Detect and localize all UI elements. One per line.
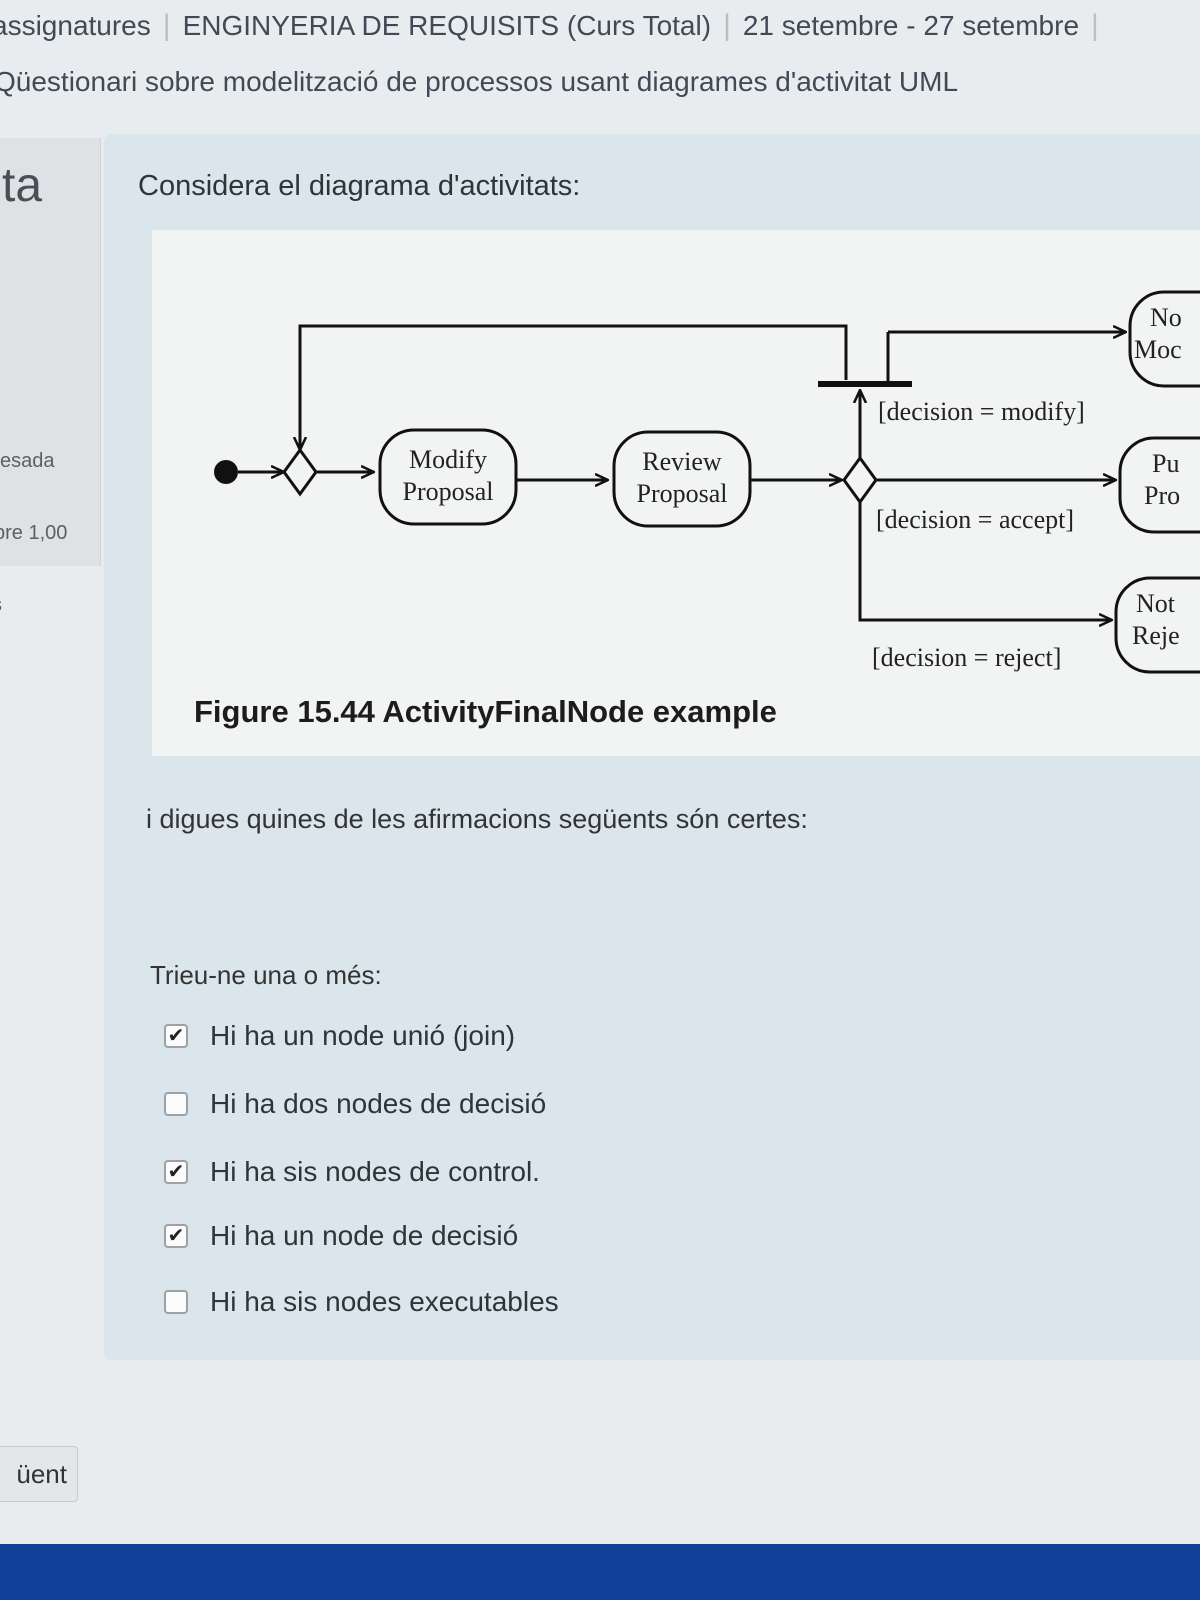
flow-loop-back	[300, 324, 848, 450]
right-top-node	[1128, 290, 1200, 388]
page-title[interactable]: Qüestionari sobre modelització de proces…	[0, 66, 959, 97]
merge-node	[282, 447, 318, 497]
answer-option-1[interactable]: ✔ Hi ha un node unió (join)	[164, 1020, 515, 1052]
checkbox-checked-icon[interactable]: ✔	[164, 1160, 188, 1184]
checkbox-checked-icon[interactable]: ✔	[164, 1024, 188, 1048]
guard-accept: [decision = accept]	[876, 505, 1074, 534]
right-bottom-node	[1114, 576, 1200, 674]
question-box: Considera el diagrama d'activitats:	[104, 134, 1200, 1360]
activity-diagram: Modify Proposal Review Proposal [decisio…	[214, 290, 1200, 674]
checkbox-checked-icon[interactable]: ✔	[164, 1224, 188, 1248]
breadcrumb-separator: |	[162, 9, 171, 42]
answer-option-label: Hi ha sis nodes de control.	[210, 1156, 540, 1187]
checkbox-unchecked-icon[interactable]	[164, 1290, 188, 1314]
figure-caption: Figure 15.44 ActivityFinalNode example	[194, 694, 777, 729]
guard-reject: [decision = reject]	[872, 643, 1061, 672]
answer-option-4[interactable]: ✔ Hi ha un node de decisió	[164, 1220, 518, 1252]
right-bottom-line1: Not	[1136, 589, 1176, 618]
right-top-line2: Moc	[1134, 335, 1182, 364]
modify-proposal-line1: Modify	[409, 445, 487, 474]
question-score: bre 1,00	[0, 522, 68, 544]
breadcrumb-link-course[interactable]: ENGINYERIA DE REQUISITS (Curs Total)	[182, 10, 712, 41]
answer-option-label: Hi ha sis nodes executables	[210, 1286, 559, 1317]
question-info-panel: ta esada bre 1,00 s	[0, 138, 101, 616]
right-mid-line2: Pro	[1144, 481, 1180, 510]
answer-option-3[interactable]: ✔ Hi ha sis nodes de control.	[164, 1156, 540, 1188]
question-status: esada	[0, 450, 55, 472]
question-number-label: ta	[2, 159, 43, 212]
activity-diagram-figure: Modify Proposal Review Proposal [decisio…	[152, 230, 1200, 756]
question-intro: Considera el diagrama d'activitats:	[138, 170, 581, 202]
os-taskbar	[0, 1544, 1200, 1600]
answer-option-label: Hi ha un node de decisió	[210, 1220, 519, 1251]
decision-node	[842, 455, 878, 505]
review-proposal-line2: Proposal	[637, 479, 728, 508]
flow-decision-reject	[858, 502, 1112, 620]
breadcrumb-separator: |	[723, 9, 731, 42]
right-mid-node	[1118, 436, 1200, 534]
choose-label: Trieu-ne una o més:	[150, 960, 382, 990]
answer-option-5[interactable]: Hi ha sis nodes executables	[164, 1286, 559, 1318]
modify-proposal-node	[378, 428, 518, 526]
checkbox-unchecked-icon[interactable]	[164, 1092, 188, 1116]
answer-option-label: Hi ha un node unió (join)	[210, 1020, 516, 1051]
breadcrumb-link-courses[interactable]: assignatures	[0, 10, 151, 41]
initial-node	[214, 460, 238, 484]
flag-question-link[interactable]: s	[0, 594, 2, 617]
modify-proposal-line2: Proposal	[403, 477, 494, 506]
answer-option-2[interactable]: Hi ha dos nodes de decisió	[164, 1088, 546, 1120]
answer-option-label: Hi ha dos nodes de decisió	[210, 1088, 547, 1119]
breadcrumb-link-week[interactable]: 21 setembre - 27 setembre	[742, 10, 1080, 41]
question-prompt: i digues quines de les afirmacions següe…	[146, 804, 808, 834]
right-top-line1: No	[1150, 303, 1182, 332]
breadcrumb-separator: |	[1091, 9, 1099, 42]
right-bottom-line2: Reje	[1132, 621, 1180, 650]
right-mid-line1: Pu	[1152, 449, 1179, 478]
next-page-button[interactable]: üent	[0, 1446, 78, 1502]
breadcrumb: assignatures | ENGINYERIA DE REQUISITS (…	[0, 4, 1200, 48]
review-proposal-line1: Review	[642, 447, 722, 476]
guard-modify: [decision = modify]	[878, 397, 1085, 426]
